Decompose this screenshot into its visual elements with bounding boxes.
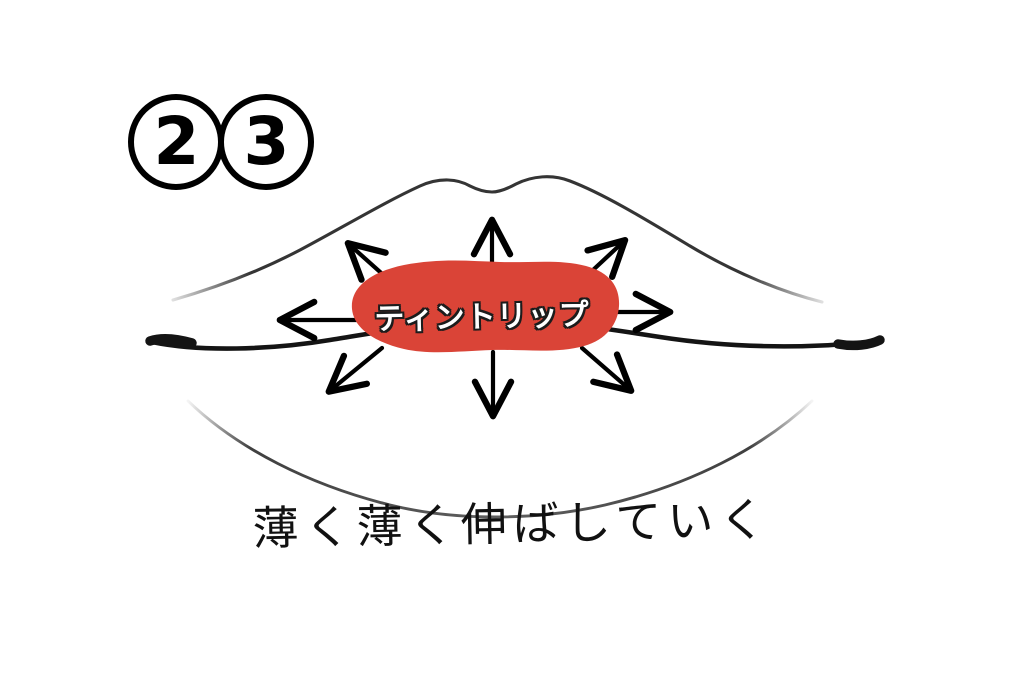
- tint-lip-blob: [351, 260, 620, 353]
- step-number-badges: 2 3: [128, 94, 314, 190]
- step-badge-2-label: 2: [153, 103, 200, 180]
- lower-lip-outline: [186, 399, 814, 519]
- arrow-down-right: [579, 345, 635, 394]
- step-badge-2: 2: [128, 94, 224, 190]
- step-badge-3-label: 3: [243, 103, 290, 180]
- upper-lip-outline: [171, 175, 824, 304]
- step-badge-3: 3: [218, 94, 314, 190]
- tint-lip-blob-label: ティントリップ: [374, 297, 591, 338]
- arrow-down-left: [325, 345, 385, 395]
